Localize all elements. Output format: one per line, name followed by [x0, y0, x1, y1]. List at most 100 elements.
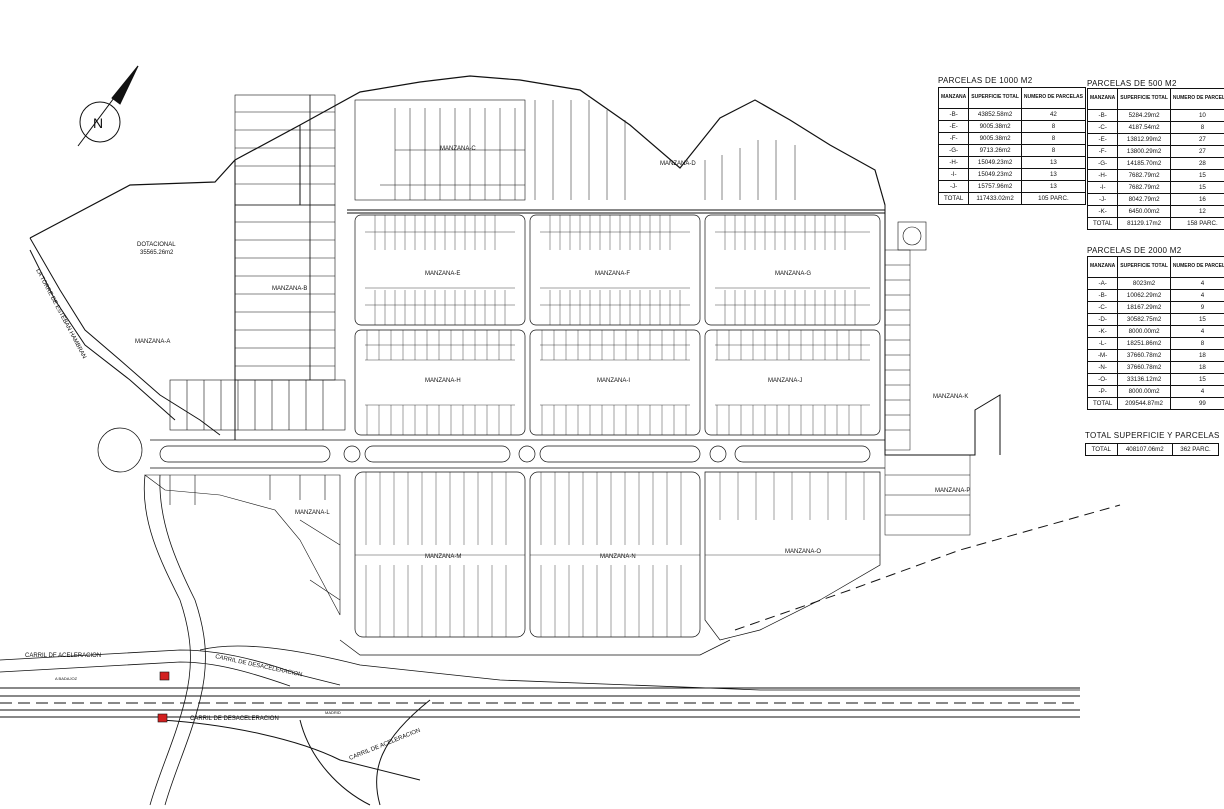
cell: -E-: [937, 120, 970, 133]
cell: 5284.29m2: [1117, 109, 1171, 122]
cell: 13812.99m2: [1117, 133, 1171, 146]
cell: 18251.86m2: [1117, 337, 1171, 350]
manzana-n-label: MANZANA-N: [600, 554, 636, 560]
manzana-d-label: MANZANA-D: [660, 161, 696, 167]
parking-icon: [897, 221, 927, 251]
table-1000-header-1: SUPERFICIE TOTAL: [968, 87, 1022, 109]
cell: -C-: [1086, 301, 1119, 314]
table-2000: MANZANA SUPERFICIE TOTAL NUMERO DE PARCE…: [1086, 256, 1224, 410]
carril-desaceleracion-1: CARRIL DE DESACELERACION: [215, 654, 303, 678]
cell: -K-: [1086, 325, 1119, 338]
cell: 8042.79m2: [1117, 193, 1171, 206]
cell: 18167.29m2: [1117, 301, 1171, 314]
manzana-f-label: MANZANA-F: [595, 271, 630, 277]
total-summary-table: TOTAL 408107.06m2 362 PARC.: [1085, 443, 1219, 456]
manzana-h-label: MANZANA-H: [425, 378, 461, 384]
cell: 99: [1169, 397, 1224, 410]
cell: -L-: [1086, 337, 1119, 350]
cell: 12: [1169, 205, 1224, 218]
cell: -B-: [1086, 109, 1119, 122]
cell: 18: [1169, 361, 1224, 374]
manzana-p-label: MANZANA-P: [935, 488, 970, 494]
cell: -J-: [1086, 193, 1119, 206]
cell: -F-: [937, 132, 970, 145]
cell: -B-: [937, 108, 970, 121]
carril-aceleracion-2: CARRIL DE ACELERACION: [349, 728, 422, 762]
cell: 8: [1169, 121, 1224, 134]
cell: 117433.02m2: [968, 192, 1022, 205]
cell: -B-: [1086, 289, 1119, 302]
carril-aceleracion-1: CARRIL DE ACELERACION: [25, 653, 101, 659]
cell: 8023m2: [1117, 277, 1171, 290]
north-arrow-icon: N: [77, 65, 139, 147]
carril-desaceleracion-2: CARRIL DE DESACELERACION: [190, 716, 279, 722]
cell: -I-: [1086, 181, 1119, 194]
table-1000-title: PARCELAS DE 1000 M2: [938, 76, 1033, 85]
cell: 7682.79m2: [1117, 181, 1171, 194]
total-area: 408107.06m2: [1116, 443, 1174, 456]
table-2000-header-2: NUMERO DE PARCELAS: [1169, 256, 1224, 278]
cell: 37660.78m2: [1117, 349, 1171, 362]
dashed-boundary: [734, 504, 1121, 631]
cell: 4: [1169, 277, 1224, 290]
cell: 15049.23m2: [968, 156, 1022, 169]
cell: 13800.29m2: [1117, 145, 1171, 158]
cell: TOTAL: [1086, 217, 1119, 230]
cell: 9005.38m2: [968, 120, 1022, 133]
manzana-j-label: MANZANA-J: [768, 378, 802, 384]
cell: TOTAL: [1086, 397, 1119, 410]
cell: 4: [1169, 289, 1224, 302]
cell: 27: [1169, 133, 1224, 146]
cell: 13: [1020, 180, 1086, 193]
cell: 15049.23m2: [968, 168, 1022, 181]
cell: 9: [1169, 301, 1224, 314]
cell: 8: [1020, 120, 1086, 133]
dotacional-area: 35565.26m2: [140, 250, 174, 256]
table-2000-header-1: SUPERFICIE TOTAL: [1117, 256, 1171, 278]
cell: 6450.00m2: [1117, 205, 1171, 218]
table-500: MANZANA SUPERFICIE TOTAL NUMERO DE PARCE…: [1086, 88, 1224, 230]
table-500-header-0: MANZANA: [1086, 88, 1119, 110]
table-500-title: PARCELAS DE 500 M2: [1087, 79, 1177, 88]
manzana-c-label: MANZANA-C: [440, 146, 476, 152]
left-street-label: LA TORRE DE ESTEBAN HAMBRAN: [34, 268, 87, 360]
manzana-a-label: MANZANA-A: [135, 339, 170, 345]
cell: 10: [1169, 109, 1224, 122]
cell: -M-: [1086, 349, 1119, 362]
cell: -O-: [1086, 373, 1119, 386]
cell: -D-: [1086, 313, 1119, 326]
cell: 30582.75m2: [1117, 313, 1171, 326]
cell: -H-: [1086, 169, 1119, 182]
manzana-g-label: MANZANA-G: [775, 271, 811, 277]
table-row: TOTAL 408107.06m2 362 PARC.: [1085, 443, 1219, 456]
madrid-label: MADRID: [325, 710, 341, 715]
svg-text:N: N: [93, 115, 103, 131]
cell: -F-: [1086, 145, 1119, 158]
cell: TOTAL: [937, 192, 970, 205]
red-marker-2: [157, 713, 168, 723]
cell: 33136.12m2: [1117, 373, 1171, 386]
cell: 8: [1020, 144, 1086, 157]
cell: -I-: [937, 168, 970, 181]
cell: 8000.00m2: [1117, 325, 1171, 338]
table-1000-header-2: NUMERO DE PARCELAS: [1020, 87, 1086, 109]
total-label: TOTAL: [1085, 443, 1118, 456]
cell: 42: [1020, 108, 1086, 121]
